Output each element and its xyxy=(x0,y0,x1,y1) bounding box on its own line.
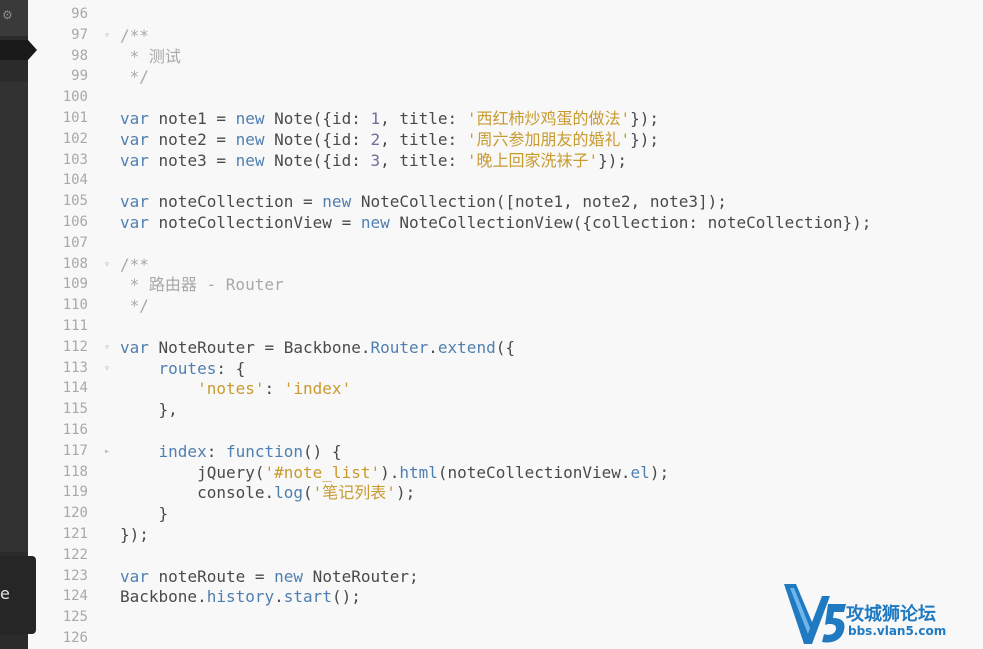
line-number: 99 xyxy=(71,68,88,85)
watermark-url: bbs.vlan5.com xyxy=(848,624,947,638)
line-number: 111 xyxy=(62,318,88,334)
code-text: */ xyxy=(120,296,149,316)
v5-logo-icon xyxy=(784,584,846,644)
line-number: 121 xyxy=(62,526,88,542)
line-number: 107 xyxy=(62,234,88,251)
line-number: 124 xyxy=(62,588,88,605)
gear-icon[interactable]: ⚙ xyxy=(2,8,13,22)
code-text: } xyxy=(120,504,169,524)
line-number: 100 xyxy=(62,89,88,106)
line-number: 125 xyxy=(62,609,88,626)
line-number: 101 xyxy=(62,110,88,126)
code-text: * 路由器 - Router xyxy=(120,275,284,295)
line-number: 104 xyxy=(62,172,88,189)
code-text: /** xyxy=(120,25,149,45)
code-text: 'notes': 'index' xyxy=(197,379,352,399)
sidebar-header: ⚙ xyxy=(0,0,28,36)
line-number: 120 xyxy=(62,505,88,522)
code-text: routes: { xyxy=(158,358,246,378)
line-number: 116 xyxy=(62,422,88,438)
fold-toggle-icon[interactable]: ▿ xyxy=(104,29,111,41)
sidebar-popup-label: e xyxy=(0,584,10,603)
line-number: 106 xyxy=(62,214,88,230)
line-number: 114 xyxy=(62,380,88,397)
fold-toggle-icon[interactable]: ▿ xyxy=(104,258,111,270)
line-number: 117 xyxy=(62,442,88,459)
code-text: var noteCollectionView = new NoteCollect… xyxy=(120,213,872,232)
code-text: Backbone.history.start(); xyxy=(120,587,361,607)
line-number: 108 xyxy=(62,255,88,272)
line-number: 110 xyxy=(62,297,88,314)
code-text: */ xyxy=(120,67,149,87)
line-number: 98 xyxy=(71,47,88,64)
code-text: jQuery('#note_list').html(noteCollection… xyxy=(120,462,670,482)
code-text: var note1 = new Note({id: 1, title: '西红柿… xyxy=(120,109,660,128)
line-number: 97 xyxy=(71,26,88,43)
line-number: 105 xyxy=(62,193,88,210)
line-number: 102 xyxy=(62,130,88,147)
code-text: var noteRoute = new NoteRouter; xyxy=(120,566,419,586)
line-number: 122 xyxy=(62,546,88,563)
line-number: 103 xyxy=(62,151,88,168)
sidebar-item-active[interactable] xyxy=(0,40,28,60)
line-number: 112 xyxy=(62,338,88,355)
fold-toggle-icon[interactable]: ▸ xyxy=(104,445,111,457)
code-text: }, xyxy=(120,400,178,420)
sidebar-popup[interactable] xyxy=(0,556,36,634)
line-number: 109 xyxy=(62,276,88,293)
fold-toggle-icon[interactable]: ▿ xyxy=(104,362,111,374)
fold-toggle-icon[interactable]: ▿ xyxy=(104,341,111,353)
sidebar: ⚙ xyxy=(0,0,28,649)
code-text: index: function() { xyxy=(158,441,342,461)
code-text: var NoteRouter = Backbone.Router.extend(… xyxy=(120,337,515,357)
line-number: 126 xyxy=(62,630,88,646)
code-text: console.log('笔记列表'); xyxy=(120,483,416,503)
code-text: * 测试 xyxy=(120,46,181,66)
line-number: 118 xyxy=(62,463,88,480)
code-text: var noteCollection = new NoteCollection(… xyxy=(120,192,727,212)
code-editor[interactable]: 96 97 ▿ /** 98 * 测试 99 */ 100 101 var note1 = ne… xyxy=(38,4,983,649)
line-number: 115 xyxy=(62,401,88,418)
watermark-title: 攻城狮论坛 xyxy=(846,604,936,625)
line-number: 119 xyxy=(62,484,88,501)
code-text: var note2 = new Note({id: 2, title: '周六参… xyxy=(120,129,660,149)
line-number: 113 xyxy=(62,359,88,376)
code-text: }); xyxy=(120,525,149,544)
line-number: 96 xyxy=(71,6,88,22)
code-text: /** xyxy=(120,254,149,274)
line-number: 123 xyxy=(62,567,88,584)
active-indicator-arrow-icon xyxy=(28,40,37,60)
watermark: 攻城狮论坛 bbs.vlan5.com xyxy=(782,582,982,646)
sidebar-panel xyxy=(0,82,28,552)
code-text: var note3 = new Note({id: 3, title: '晚上回… xyxy=(120,150,628,170)
